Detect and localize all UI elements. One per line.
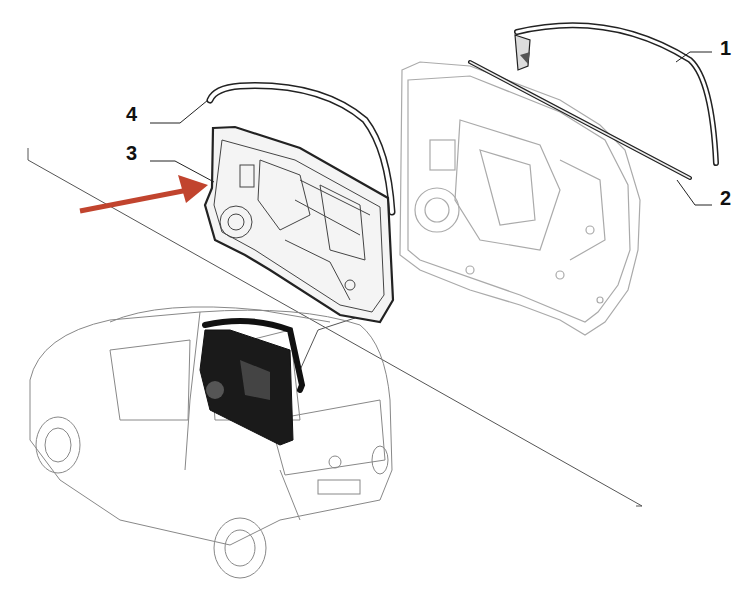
leader-lines	[150, 52, 712, 205]
door-shell	[400, 62, 640, 335]
pointer-arrow	[80, 175, 208, 211]
callout-number: 4	[126, 104, 137, 124]
belt-strip	[470, 62, 690, 178]
door-module-panel	[205, 127, 393, 322]
callout-number: 2	[720, 188, 731, 208]
guide-line	[318, 318, 355, 330]
guide-line	[636, 506, 642, 507]
window-frame-strip	[515, 25, 716, 163]
callout-number: 1	[720, 38, 731, 58]
callout-number: 3	[126, 143, 137, 163]
car-door-highlight	[200, 321, 302, 445]
guide-line	[300, 330, 318, 370]
car-overview	[30, 307, 392, 578]
